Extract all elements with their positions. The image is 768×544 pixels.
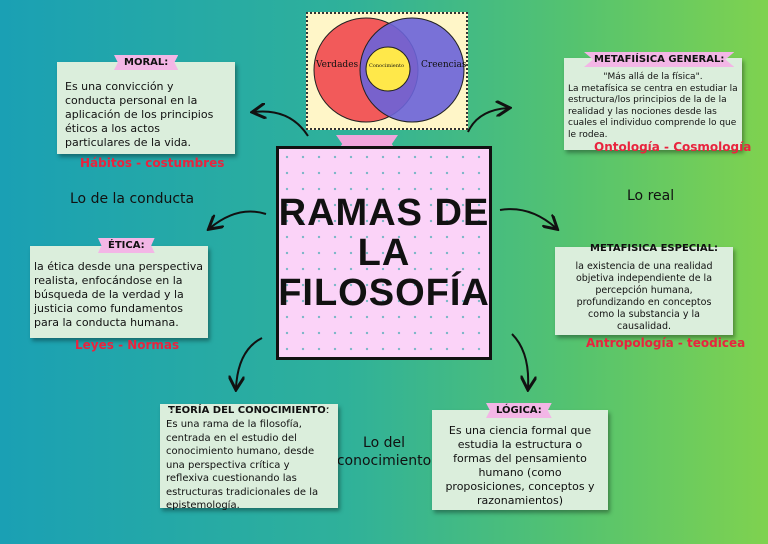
note-metafisica-general: "Más allá de la física". La metafísica s…: [564, 58, 742, 150]
note-etica-text: la ética desde una perspectiva realista,…: [34, 260, 204, 329]
note-metafisica-general-quote: "Más allá de la física".: [603, 72, 703, 82]
venn-circle-right: [359, 17, 465, 123]
venn-label-middle: Conocimiento: [369, 63, 405, 69]
arrow-to-metafisica-general: [467, 108, 508, 133]
arrow-to-moral: [254, 112, 309, 137]
note-logica: Es una ciencia formal que estudia la est…: [432, 410, 608, 510]
note-logica-title: LÓGICA:: [486, 403, 552, 418]
venn-diagram: Verdades Conocimiento Creencias: [306, 12, 468, 130]
center-title: RAMAS DE LA FILOSOFÍA: [278, 192, 490, 314]
note-teoria-title: TEORÍA DEL CONOCIMIENTO:: [168, 405, 330, 416]
venn-label-left: Verdades: [316, 60, 359, 70]
label-real: Lo real: [627, 188, 675, 204]
note-moral: Es una convicción y conducta personal en…: [57, 62, 235, 154]
note-logica-text: Es una ciencia formal que estudia la est…: [445, 424, 595, 507]
note-metafisica-general-content: "Más allá de la física". La metafísica s…: [564, 58, 742, 145]
arrow-to-logica: [511, 333, 528, 388]
label-conducta: Lo de la conducta: [70, 191, 195, 207]
note-metafisica-especial-title: METAFISICA ESPECIAL:: [590, 243, 718, 254]
note-metafisica-especial: la existencia de una realidad objetiva i…: [555, 247, 733, 335]
note-teoria-text: Es una rama de la filosofía, centrada en…: [166, 419, 319, 511]
label-conocimiento: Lo del conocimiento: [336, 435, 432, 469]
note-moral-title: MORAL:: [114, 55, 179, 70]
arrow-to-teoria: [236, 337, 263, 388]
venn-circle-middle: [365, 46, 411, 92]
note-metafisica-especial-sub: Antropología - teodicea: [586, 336, 746, 350]
arrow-to-metafisica-especial: [499, 208, 556, 228]
note-moral-text: Es una convicción y conducta personal en…: [65, 80, 214, 149]
note-metafisica-general-text: La metafísica se centra en estudiar la e…: [568, 83, 738, 140]
note-metafisica-general-sub: Ontología - Cosmología: [594, 140, 752, 154]
note-etica-title: ÉTICA:: [98, 238, 155, 253]
note-moral-sub: Hábitos - costumbres: [80, 156, 225, 170]
note-teoria: Es una rama de la filosofía, centrada en…: [160, 404, 338, 511]
note-metafisica-especial-text: la existencia de una realidad objetiva i…: [575, 261, 713, 332]
note-etica-sub: Leyes - Normas: [75, 338, 180, 352]
note-metafisica-general-title: METAFIÍSICA GENERAL:: [584, 52, 735, 67]
venn-label-right: Creencias: [421, 60, 467, 70]
note-etica: la ética desde una perspectiva realista,…: [30, 246, 208, 338]
center-box: RAMAS DE LA FILOSOFÍA: [276, 146, 492, 360]
arrow-to-etica: [210, 210, 267, 228]
